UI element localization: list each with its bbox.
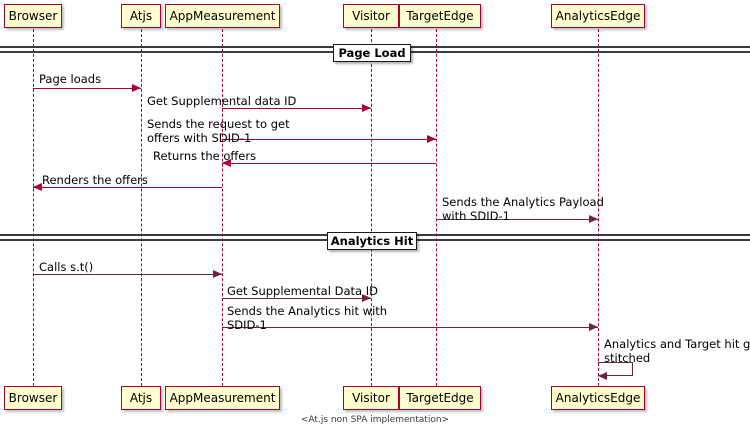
participant-label: AnalyticsEdge [555,9,641,23]
arrow-head-page-loads [132,83,141,92]
self-message-box-analytics-target-stitched [598,362,633,376]
participant-box-visitor-top[interactable]: Visitor [343,4,399,28]
message-line-sends-analytics-hit [222,327,598,328]
arrow-head-sends-analytics-payload [589,214,598,223]
message-label-renders-the-offers: Renders the offers [42,173,148,187]
arrow-head-get-supplemental-data-id-1 [362,103,371,112]
message-label-sends-analytics-payload: Sends the Analytics Payload with SDID-1 [442,195,604,223]
participant-box-appmeasurement-top[interactable]: AppMeasurement [165,4,280,28]
lifeline-visitor [371,29,372,386]
message-label-get-supplemental-data-id-2: Get Supplemental Data ID [227,284,378,298]
participant-box-browser-bottom[interactable]: Browser [4,386,62,410]
message-line-calls-s-t [33,274,222,275]
arrow-head-sends-request-offers [427,134,436,143]
message-label-returns-the-offers: Returns the offers [153,149,257,163]
participant-label: AppMeasurement [169,9,276,23]
participant-box-targetedge-bottom[interactable]: TargetEdge [399,386,481,410]
lifeline-analyticsedge [598,29,599,386]
message-line-sends-analytics-payload [436,219,598,220]
participant-label: AnalyticsEdge [555,391,641,405]
message-label-sends-request-offers: Sends the request to get offers with SDI… [147,117,290,145]
participant-box-targetedge-top[interactable]: TargetEdge [399,4,481,28]
participant-box-analyticsedge-bottom[interactable]: AnalyticsEdge [551,386,645,410]
arrow-head-renders-the-offers [33,182,42,191]
message-label-calls-s-t: Calls s.t() [39,260,94,274]
participant-label: Visitor [352,391,390,405]
lifeline-appmeasurement [222,29,223,386]
divider-analytics-hit: Analytics Hit [327,232,417,250]
divider-label-text: Page Load [338,46,406,60]
message-label-analytics-target-stitched: Analytics and Target hit get stitched [604,337,750,365]
participant-box-analyticsedge-top[interactable]: AnalyticsEdge [551,4,645,28]
participant-label: TargetEdge [406,9,474,23]
participant-label: Browser [8,391,58,405]
participant-label: TargetEdge [406,391,474,405]
participant-label: AppMeasurement [169,391,276,405]
message-label-sends-analytics-hit: Sends the Analytics hit with SDID-1 [227,304,388,332]
divider-label-text: Analytics Hit [330,234,414,248]
arrow-head-analytics-target-stitched [598,371,607,380]
message-label-get-supplemental-data-id-1: Get Supplemental data ID [147,94,297,108]
participant-label: Atjs [129,391,153,405]
diagram-caption: <At.js non SPA implementation> [300,415,450,425]
participant-box-atjs-top[interactable]: Atjs [121,4,161,28]
arrow-head-calls-s-t [213,269,222,278]
message-label-page-loads: Page loads [39,72,102,86]
participant-box-atjs-bottom[interactable]: Atjs [121,386,161,410]
lifeline-browser [33,29,34,386]
message-line-renders-the-offers [33,187,222,188]
lifeline-targetedge [436,29,437,386]
participant-box-browser-top[interactable]: Browser [4,4,62,28]
message-line-get-supplemental-data-id-1 [222,108,371,109]
arrow-head-returns-the-offers [222,158,231,167]
participant-label: Browser [8,9,58,23]
message-line-returns-the-offers [222,163,436,164]
participant-box-appmeasurement-bottom[interactable]: AppMeasurement [165,386,280,410]
message-line-page-loads [33,88,141,89]
divider-page-load: Page Load [333,44,411,62]
participant-label: Visitor [352,9,390,23]
lifeline-atjs [141,29,142,386]
message-line-get-supplemental-data-id-2 [222,298,371,299]
participant-box-visitor-bottom[interactable]: Visitor [343,386,399,410]
message-line-sends-request-offers [222,139,436,140]
arrow-head-sends-analytics-hit [589,322,598,331]
arrow-head-get-supplemental-data-id-2 [362,293,371,302]
participant-label: Atjs [129,9,153,23]
